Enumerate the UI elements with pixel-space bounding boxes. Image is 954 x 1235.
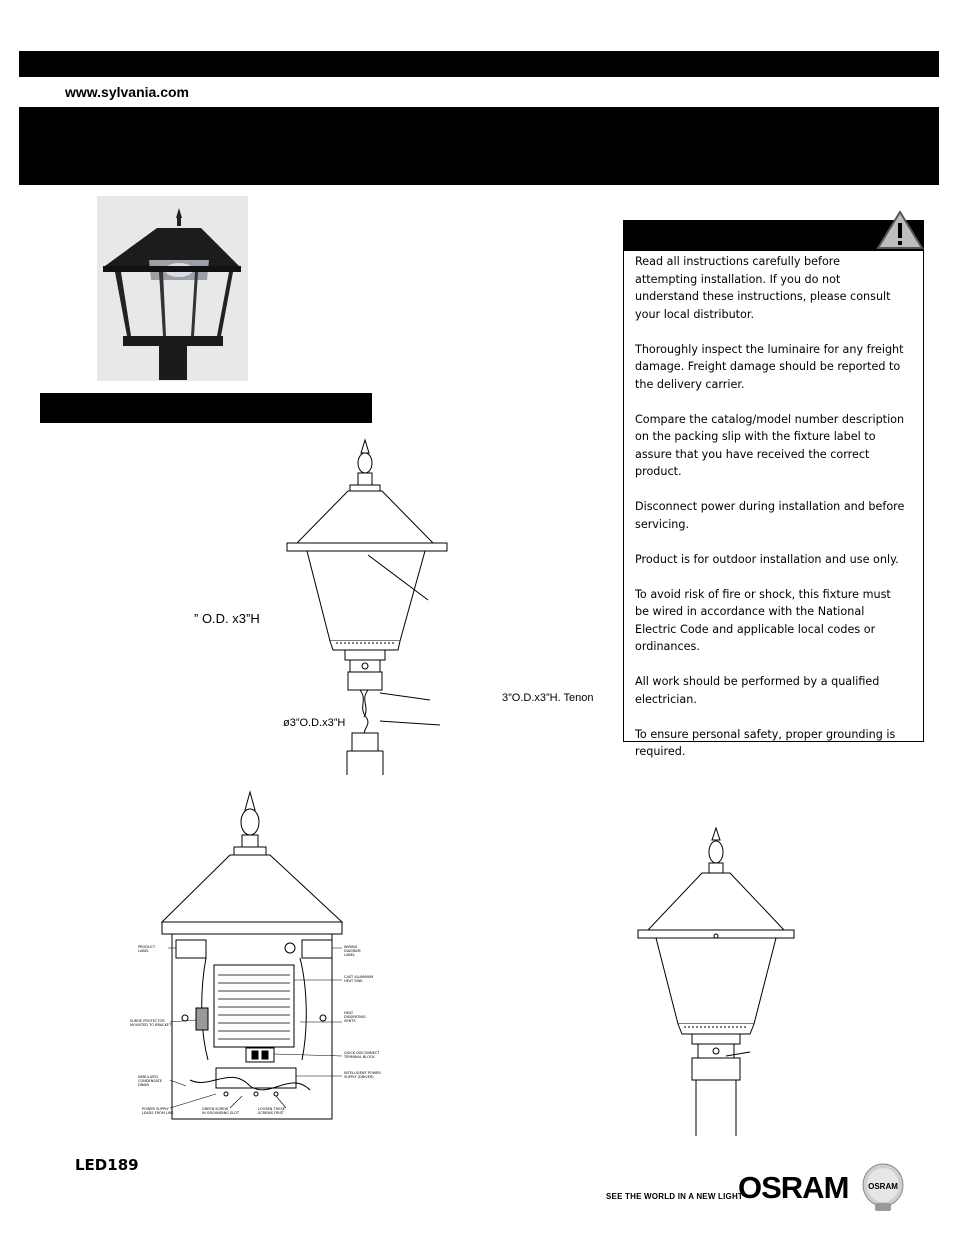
product-photo — [97, 196, 248, 381]
svg-text:SCREWS FIRST: SCREWS FIRST — [258, 1111, 285, 1115]
warning-triangle-icon — [876, 210, 924, 249]
svg-text:NEBULIZED: NEBULIZED — [138, 1075, 158, 1079]
svg-text:TERMINAL BLOCK: TERMINAL BLOCK — [343, 1055, 375, 1059]
top-header-bar — [19, 51, 939, 77]
brand-logo-text: OSRAM — [738, 1170, 849, 1205]
osram-badge-text: OSRAM — [868, 1182, 898, 1191]
warning-paragraph: To ensure personal safety, proper ground… — [635, 727, 896, 759]
svg-text:VENTS: VENTS — [344, 1019, 356, 1023]
lantern-on-pole-diagram — [637, 826, 795, 1136]
warning-box: Read all instructions carefully before a… — [623, 210, 924, 758]
od-label: ” O.D. x3”H — [194, 611, 260, 626]
warning-paragraph: Disconnect power during installation and… — [635, 500, 905, 531]
osram-bulb-logo-icon: OSRAM — [862, 1163, 904, 1211]
svg-text:DISSIPATING: DISSIPATING — [344, 1015, 366, 1019]
svg-text:INTELLIGENT POWER: INTELLIGENT POWER — [344, 1071, 381, 1075]
svg-text:HEAT: HEAT — [344, 1011, 354, 1015]
svg-text:DIAGRAM: DIAGRAM — [344, 949, 360, 953]
svg-text:LOOSEN THESE: LOOSEN THESE — [258, 1107, 285, 1111]
model-number: LED189 — [75, 1156, 139, 1174]
warning-paragraph: To avoid risk of fire or shock, this fix… — [635, 587, 891, 654]
svg-text:HEAT SINK: HEAT SINK — [344, 979, 363, 983]
tenon-label: 3”O.D.x3”H. Tenon — [502, 692, 594, 704]
svg-text:CONDENSATE: CONDENSATE — [138, 1079, 162, 1083]
svg-text:DRAIN: DRAIN — [138, 1083, 149, 1087]
lantern-mounting-diagram — [286, 438, 448, 775]
lantern-photo-graphic — [103, 208, 241, 380]
svg-text:PRODUCT: PRODUCT — [138, 945, 156, 949]
svg-text:SUPPLY (DRIVER): SUPPLY (DRIVER) — [344, 1075, 374, 1079]
svg-text:SURGE PROTECTOR: SURGE PROTECTOR — [130, 1019, 165, 1023]
warning-paragraph: Read all instructions carefully before a… — [635, 255, 891, 321]
title-banner — [19, 107, 939, 185]
brand-tagline: SEE THE WORLD IN A NEW LIGHT — [606, 1192, 744, 1201]
warning-paragraph: All work should be performed by a qualif… — [635, 675, 880, 706]
svg-text:LABEL: LABEL — [344, 953, 355, 957]
svg-text:WIRING: WIRING — [344, 945, 358, 949]
section-heading-bar — [40, 393, 372, 423]
website-url[interactable]: www.sylvania.com — [65, 84, 189, 100]
warning-paragraph: Compare the catalog/model number descrip… — [635, 412, 905, 479]
svg-text:POWER SUPPLY: POWER SUPPLY — [142, 1107, 170, 1111]
svg-text:CAST ALUMINUM: CAST ALUMINUM — [344, 975, 373, 979]
svg-text:LABEL: LABEL — [138, 949, 149, 953]
warning-paragraph: Product is for outdoor installation and … — [635, 552, 899, 566]
svg-text:MOUNTED TO BRACKET: MOUNTED TO BRACKET — [130, 1023, 172, 1027]
warning-paragraph: Thoroughly inspect the luminaire for any… — [635, 342, 904, 391]
svg-text:QUICK DISCONNECT: QUICK DISCONNECT — [344, 1051, 380, 1055]
svg-text:LEADS FROM LINE: LEADS FROM LINE — [142, 1111, 174, 1115]
pole-label: ø3”O.D.x3”H — [283, 717, 346, 729]
warning-header — [624, 221, 923, 251]
svg-text:GREEN SCREW: GREEN SCREW — [202, 1107, 229, 1111]
svg-text:IN GROUNDING SLOT: IN GROUNDING SLOT — [202, 1111, 240, 1115]
warning-text: Read all instructions carefully before a… — [635, 253, 905, 778]
